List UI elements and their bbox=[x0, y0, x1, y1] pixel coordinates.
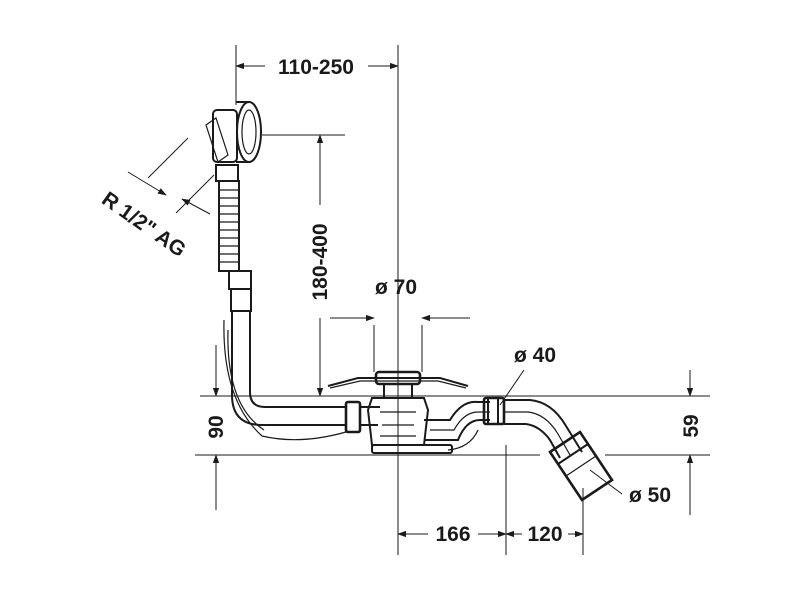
dim-height-left: 90 bbox=[205, 415, 228, 438]
overflow-assembly bbox=[205, 101, 380, 441]
hose-ribs bbox=[219, 189, 239, 263]
dim-height-right: 59 bbox=[680, 414, 703, 437]
dimension-lines bbox=[127, 62, 694, 538]
drain-assembly bbox=[327, 370, 506, 454]
dim-thread: R 1/2" AG bbox=[98, 188, 190, 262]
dim-distance-b: 120 bbox=[527, 523, 562, 546]
dim-drain-diameter: ø 70 bbox=[375, 276, 417, 299]
dim-distance-a: 166 bbox=[435, 523, 470, 546]
dim-overflow-offset: 110-250 bbox=[278, 56, 354, 79]
dim-pipe-diameter: ø 50 bbox=[629, 484, 671, 507]
dim-outlet-diameter: ø 40 bbox=[514, 344, 556, 367]
dim-overflow-height: 180-400 bbox=[309, 223, 332, 300]
dimension-labels: 110-250 180-400 R 1/2" AG ø 70 ø 40 90 5… bbox=[98, 56, 703, 546]
outlet-elbow bbox=[504, 399, 614, 502]
extension-lines bbox=[147, 45, 710, 555]
